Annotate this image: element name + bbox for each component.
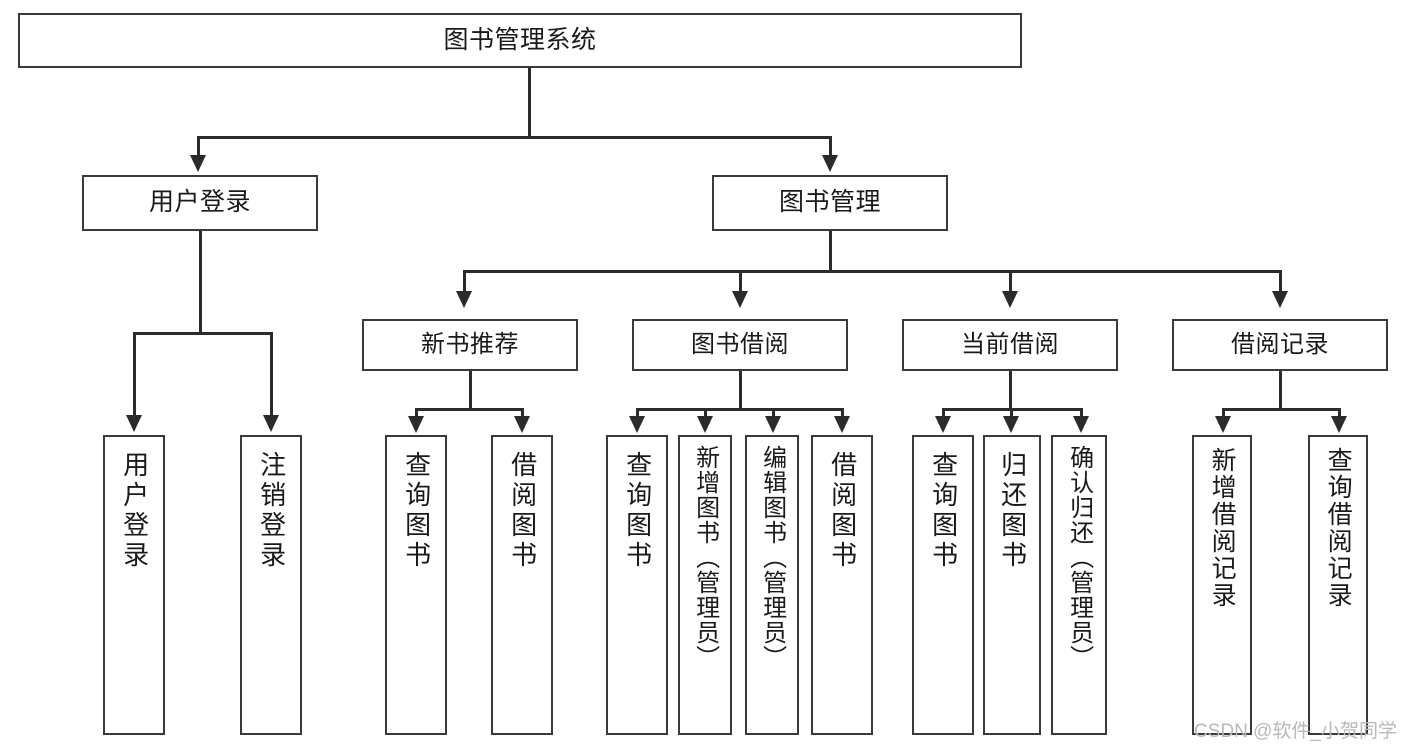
leaf-add-book-admin[interactable]: 新增图书（管理员） [678,435,732,735]
node-label: 查询图书 [622,451,653,571]
node-label: 新增借阅记录 [1208,447,1237,609]
arrow-new-book-child-2 [514,416,530,433]
arrow-user-login-child-1 [126,415,142,432]
leaf-edit-book-admin[interactable]: 编辑图书（管理员） [745,435,799,735]
node-label: 图书管理 [778,188,881,217]
connector-user-login-bus [133,332,272,335]
leaf-add-borrow-record[interactable]: 新增借阅记录 [1192,435,1252,735]
leaf-query-book-current[interactable]: 查询图书 [912,435,974,735]
connector-to-current-borrow [1009,270,1012,294]
arrow-to-book-borrow [732,291,748,308]
connector-current-borrow-stem [1009,371,1012,409]
node-label: 借阅记录 [1231,330,1329,358]
arrow-borrow-record-child-1 [1215,416,1231,433]
node-label: 当前借阅 [961,330,1059,358]
arrow-new-book-child-1 [408,416,424,433]
node-label: 编辑图书（管理员） [758,445,786,670]
arrow-current-borrow-child-1 [935,416,951,433]
node-label: 注销登录 [256,451,287,571]
connector-user-login-child-2 [270,332,273,418]
node-current-borrow[interactable]: 当前借阅 [902,319,1118,371]
connector-borrow-record-bus [1222,408,1340,411]
connector-book-borrow-child-3 [772,408,775,420]
node-book-management[interactable]: 图书管理 [712,175,948,231]
arrow-user-login-child-2 [263,415,279,432]
connector-user-login-stem [199,231,202,333]
connector-borrow-record-stem [1279,371,1282,409]
node-label: 图书管理系统 [443,25,597,54]
leaf-return-book[interactable]: 归还图书 [983,435,1041,735]
connector-book-borrow-child-1 [636,408,639,420]
node-label: 查询借阅记录 [1324,447,1353,609]
arrow-current-borrow-child-2 [1003,416,1019,433]
arrow-to-current-borrow [1002,291,1018,308]
connector-book-borrow-child-2 [704,408,707,420]
connector-to-new-book [463,270,466,294]
leaf-logout[interactable]: 注销登录 [240,435,302,735]
connector-book-manage-stem [829,231,832,271]
connector-new-book-stem [469,371,472,409]
node-label: 确认归还（管理员） [1065,445,1093,670]
node-root-system[interactable]: 图书管理系统 [18,13,1022,68]
connector-new-book-child-1 [415,408,418,420]
connector-to-borrow-record [1279,270,1282,294]
node-label: 用户登录 [148,188,251,217]
connector-borrow-record-child-1 [1222,408,1225,420]
node-label: 归还图书 [997,451,1028,571]
leaf-user-login[interactable]: 用户登录 [103,435,165,735]
leaf-query-book-borrow[interactable]: 查询图书 [606,435,668,735]
connector-new-book-bus [415,408,523,411]
arrow-to-borrow-record [1272,291,1288,308]
leaf-borrow-book-recommend[interactable]: 借阅图书 [491,435,553,735]
node-label: 查询图书 [928,451,959,571]
leaf-query-book-recommend[interactable]: 查询图书 [385,435,447,735]
connector-borrow-record-child-2 [1338,408,1341,420]
node-label: 图书借阅 [691,330,789,358]
node-label: 借阅图书 [827,451,858,571]
connector-level1-bus [197,136,831,139]
arrow-book-borrow-child-1 [629,416,645,433]
node-book-borrow[interactable]: 图书借阅 [632,319,848,371]
connector-current-borrow-child-3 [1080,408,1083,420]
node-label: 新书推荐 [421,330,519,358]
arrow-book-borrow-child-3 [765,416,781,433]
connector-to-book-borrow [739,270,742,294]
node-label: 查询图书 [401,451,432,571]
connector-root-stem [528,68,531,137]
arrow-book-borrow-child-2 [697,416,713,433]
arrow-book-borrow-child-4 [834,416,850,433]
connector-to-book-manage [829,136,832,160]
arrow-to-user-login [190,155,206,172]
connector-current-borrow-child-1 [942,408,945,420]
node-label: 借阅图书 [507,451,538,571]
node-borrow-record[interactable]: 借阅记录 [1172,319,1388,371]
connector-book-borrow-child-4 [841,408,844,420]
arrow-current-borrow-child-3 [1073,416,1089,433]
node-new-book-recommend[interactable]: 新书推荐 [362,319,578,371]
connector-book-borrow-stem [739,371,742,409]
connector-current-borrow-child-2 [1010,408,1013,420]
node-label: 用户登录 [119,451,150,571]
connector-to-user-login [197,136,200,160]
arrow-to-book-manage [822,155,838,172]
arrow-to-new-book [456,291,472,308]
connector-book-borrow-bus [636,408,843,411]
connector-user-login-child-1 [133,332,136,418]
node-label: 新增图书（管理员） [691,445,719,670]
connector-new-book-child-2 [521,408,524,420]
leaf-borrow-book-action[interactable]: 借阅图书 [811,435,873,735]
node-user-login[interactable]: 用户登录 [82,175,318,231]
leaf-confirm-return-admin[interactable]: 确认归还（管理员） [1051,435,1107,735]
arrow-borrow-record-child-2 [1331,416,1347,433]
leaf-query-borrow-record[interactable]: 查询借阅记录 [1308,435,1368,735]
connector-level2-bus [463,270,1280,273]
